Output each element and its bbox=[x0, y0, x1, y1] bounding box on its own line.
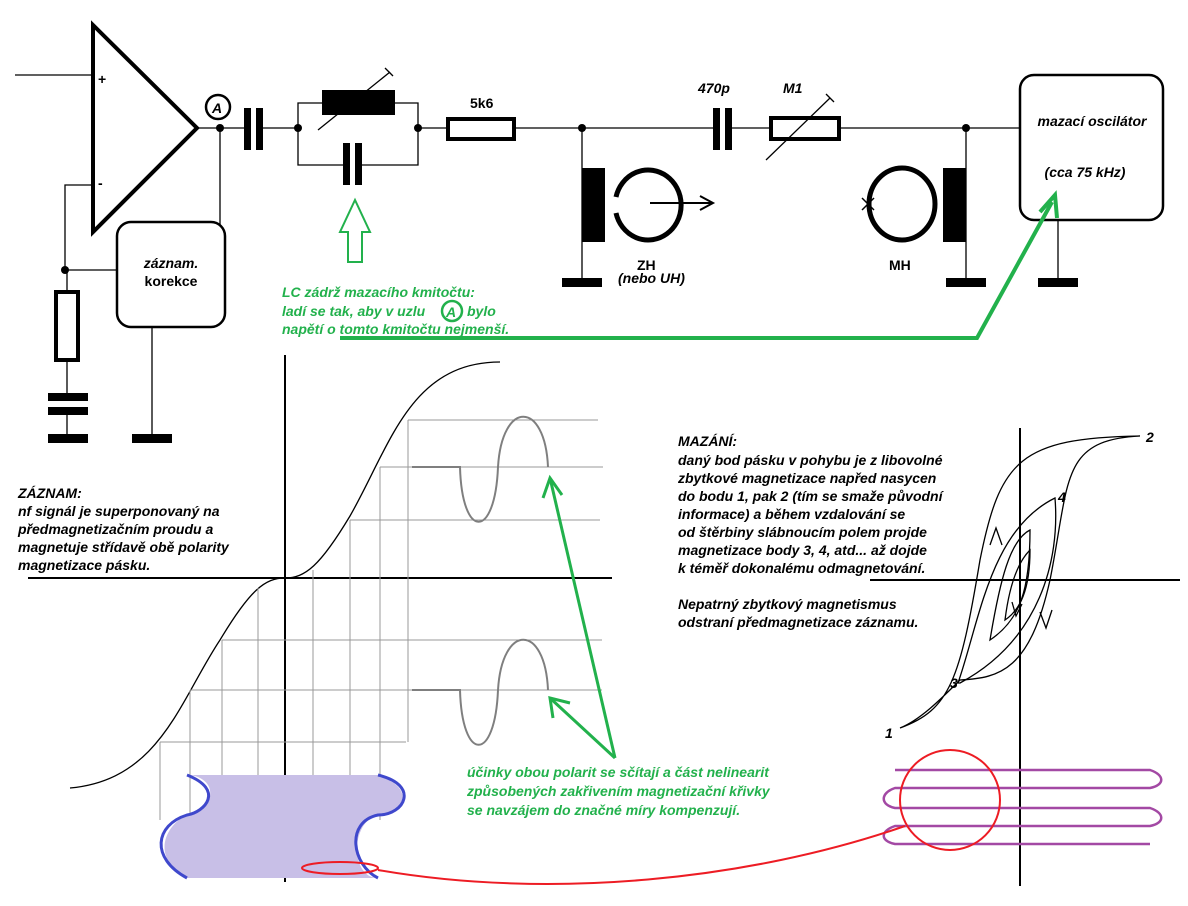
tape-point-ellipse bbox=[301, 861, 379, 875]
svg-text:(cca 75 kHz): (cca 75 kHz) bbox=[1045, 164, 1126, 180]
opamp: + - bbox=[15, 20, 200, 271]
svg-text:(nebo UH): (nebo UH) bbox=[618, 270, 685, 286]
pointer-arrow bbox=[340, 201, 1054, 340]
point-1-label: 1 bbox=[885, 725, 893, 741]
svg-text:korekce: korekce bbox=[145, 273, 198, 289]
point-2-label: 2 bbox=[1145, 429, 1154, 445]
compensation-note: účinky obou polarit se sčítají a část ne… bbox=[466, 764, 771, 818]
plus-input-label: + bbox=[98, 71, 106, 87]
svg-text:způsobených zakřivením magneti: způsobených zakřivením magnetizační křiv… bbox=[466, 783, 771, 799]
capacitor-470p-label: 470p bbox=[697, 80, 730, 96]
hysteresis-graph: 1 2 3 4 bbox=[870, 428, 1180, 886]
recording-note: ZÁZNAM: nf signál je superponovaný na př… bbox=[17, 485, 230, 573]
minus-input-label: - bbox=[98, 175, 103, 191]
coupling-capacitor bbox=[244, 108, 251, 150]
svg-text:ladí se tak, aby v uzlu: ladí se tak, aby v uzlu bbox=[282, 303, 426, 319]
correction-block: záznam. korekce bbox=[115, 220, 227, 329]
erase-head: MH bbox=[861, 128, 986, 287]
lc-trap bbox=[294, 67, 422, 185]
svg-text:předmagnetizačním proudu a: předmagnetizačním proudu a bbox=[17, 521, 213, 537]
capacitor-plate bbox=[48, 407, 88, 415]
trap-capacitor bbox=[343, 143, 350, 185]
svg-text:do bodu 1, pak 2 (tím se smaže: do bodu 1, pak 2 (tím se smaže původní bbox=[678, 488, 945, 504]
ground-icon bbox=[132, 434, 172, 443]
svg-text:bylo: bylo bbox=[467, 303, 496, 319]
up-arrow-icon bbox=[338, 197, 372, 263]
svg-text:k téměř dokonalému odmagnetová: k téměř dokonalému odmagnetování. bbox=[678, 560, 925, 576]
svg-text:MAZÁNÍ:: MAZÁNÍ: bbox=[678, 433, 737, 449]
resistor bbox=[54, 290, 80, 362]
svg-text:A: A bbox=[211, 100, 222, 116]
ground-icon bbox=[1038, 278, 1078, 287]
svg-text:nf signál je superponovaný na: nf signál je superponovaný na bbox=[18, 503, 220, 519]
erasing-note: MAZÁNÍ: daný bod pásku v pohybu je z lib… bbox=[677, 433, 945, 630]
svg-text:LC zádrž mazacího kmitočtu:: LC zádrž mazacího kmitočtu: bbox=[282, 284, 475, 300]
pointer-arrows bbox=[541, 474, 617, 760]
svg-text:Nepatrný zbytkový magnetismus: Nepatrný zbytkový magnetismus bbox=[678, 596, 897, 612]
resistor-5k6-label: 5k6 bbox=[470, 95, 494, 111]
capacitor-plate bbox=[48, 393, 88, 401]
svg-text:daný bod pásku v pohybu je z l: daný bod pásku v pohybu je z libovolné bbox=[678, 452, 943, 468]
svg-text:zbytkové magnetizace napřed na: zbytkové magnetizace napřed nasycen bbox=[677, 470, 936, 486]
record-head: ZH (nebo UH) bbox=[562, 128, 716, 287]
variable-inductor bbox=[322, 90, 395, 115]
svg-text:magnetuje střídavě obě polarit: magnetuje střídavě obě polarity bbox=[18, 539, 230, 555]
erase-oscillator-block: mazací oscilátor (cca 75 kHz) bbox=[1018, 73, 1165, 222]
bias-waveform-fill bbox=[164, 775, 403, 878]
svg-text:od štěrbiny slábnoucím polem p: od štěrbiny slábnoucím polem projde bbox=[678, 524, 927, 540]
svg-text:informace) a během vzdalování: informace) a během vzdalování se bbox=[678, 506, 905, 522]
point-3-label: 3 bbox=[950, 675, 958, 691]
svg-text:napětí o tomto kmitočtu nejmen: napětí o tomto kmitočtu nejmenší. bbox=[282, 321, 509, 337]
svg-text:odstraní předmagnetizace zázna: odstraní předmagnetizace záznamu. bbox=[678, 614, 918, 630]
lc-trap-note: LC zádrž mazacího kmitočtu: ladí se tak,… bbox=[282, 284, 509, 337]
ground-icon bbox=[562, 278, 602, 287]
node-a-marker: A bbox=[204, 93, 232, 121]
ground-icon bbox=[48, 434, 88, 443]
svg-text:mazací oscilátor: mazací oscilátor bbox=[1038, 113, 1148, 129]
svg-text:A: A bbox=[445, 304, 456, 320]
svg-text:záznam.: záznam. bbox=[143, 255, 198, 271]
variable-resistor-m1 bbox=[769, 116, 841, 141]
red-link-line bbox=[377, 825, 906, 885]
svg-text:magnetizace body 3, 4, atd...: magnetizace body 3, 4, atd... až dojde bbox=[678, 542, 927, 558]
svg-text:magnetizace pásku.: magnetizace pásku. bbox=[18, 557, 150, 573]
svg-text:ZÁZNAM:: ZÁZNAM: bbox=[17, 485, 82, 501]
svg-text:ZH: ZH bbox=[637, 257, 656, 273]
ground-icon bbox=[946, 278, 986, 287]
resistor-5k6 bbox=[446, 117, 516, 141]
svg-text:MH: MH bbox=[889, 257, 911, 273]
svg-text:se navzájem do značné míry kom: se navzájem do značné míry kompenzují. bbox=[467, 802, 740, 818]
point-4-label: 4 bbox=[1057, 489, 1066, 505]
m1-label: M1 bbox=[783, 80, 803, 96]
svg-text:účinky obou polarit se sčítají: účinky obou polarit se sčítají a část ne… bbox=[467, 764, 770, 780]
capacitor-470p bbox=[713, 108, 720, 150]
erase-field-coil bbox=[882, 768, 1163, 846]
